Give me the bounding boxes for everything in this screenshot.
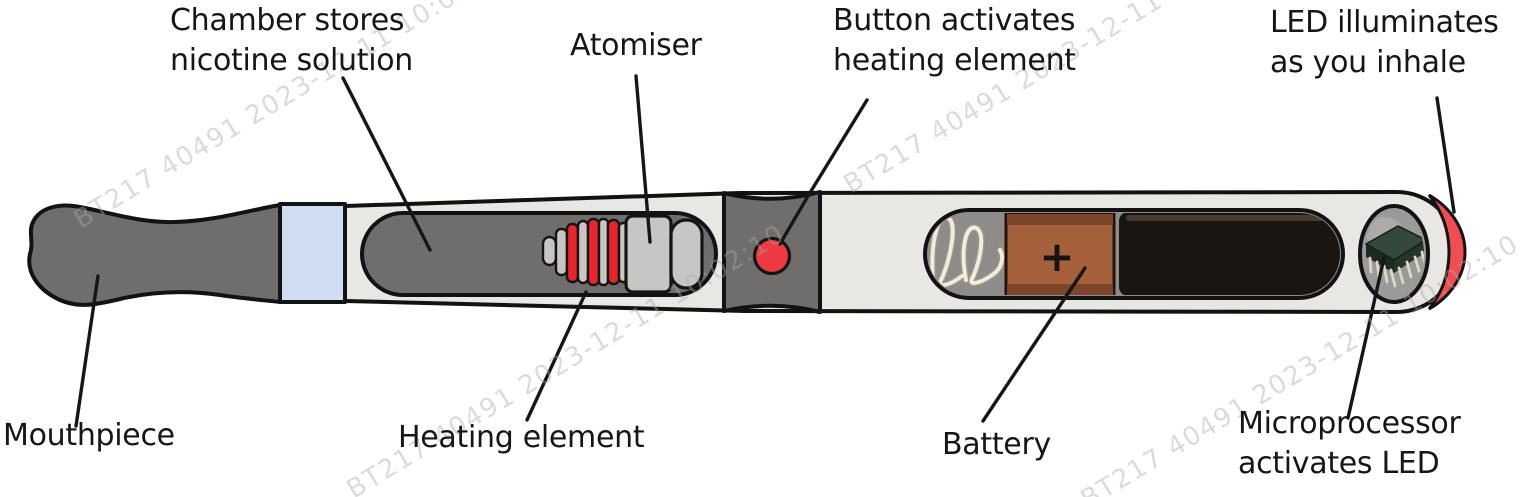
label-line: Button activates — [833, 3, 1076, 38]
coil-rib — [576, 219, 590, 285]
label-line: Mouthpiece — [3, 418, 175, 453]
atomiser-tip — [669, 218, 704, 290]
coil-rib — [597, 217, 610, 287]
label-heating-element: Heating element — [398, 418, 645, 458]
atomiser — [624, 214, 704, 294]
led-crescent — [1427, 193, 1467, 311]
leader-line-battery — [981, 266, 1087, 423]
coil-rib — [606, 218, 621, 286]
battery-spring — [928, 214, 1006, 289]
battery-cell-black — [1119, 213, 1340, 295]
battery-cell-brown: + — [1004, 213, 1116, 295]
leader-line-button — [778, 98, 869, 246]
label-line: Battery — [942, 427, 1051, 462]
battery-plus: + — [1039, 232, 1074, 281]
blue-band — [278, 202, 347, 304]
label-line: nicotine solution — [170, 43, 414, 78]
label-line: LED illuminates — [1270, 5, 1499, 40]
label-mouthpiece: Mouthpiece — [3, 416, 175, 456]
leader-line-mouthpiece — [74, 274, 100, 428]
heating-coil — [541, 217, 630, 287]
chip-pins — [1368, 250, 1424, 288]
label-line: activates LED — [1238, 446, 1440, 481]
label-chamber: Chamber stores nicotine solution — [170, 1, 413, 81]
label-button: Button activates heating element — [833, 1, 1076, 81]
coil-rib — [586, 217, 601, 287]
coil-rib — [554, 227, 569, 277]
coil-nub — [541, 235, 558, 267]
microprocessor-chip — [1364, 217, 1424, 288]
leader-line-led — [1435, 96, 1456, 214]
label-battery: Battery — [942, 425, 1051, 465]
mouthpiece-shape — [27, 203, 282, 307]
label-led: LED illuminates as you inhale — [1270, 3, 1499, 83]
label-line: Microprocessor — [1238, 406, 1461, 441]
activation-button — [752, 236, 792, 276]
leader-line-chamber — [341, 76, 432, 252]
leader-line-microprocessor — [1346, 256, 1386, 420]
label-line: as you inhale — [1270, 45, 1466, 80]
label-line: Heating element — [398, 420, 645, 455]
label-atomiser: Atomiser — [570, 26, 702, 66]
leader-line-heating — [525, 290, 588, 422]
coil-rib — [565, 222, 580, 284]
leader-line-atomiser — [634, 74, 652, 244]
label-microprocessor: Microprocessor activates LED — [1238, 404, 1461, 484]
label-line: heating element — [833, 43, 1076, 78]
label-line: Chamber stores — [170, 3, 405, 38]
label-line: Atomiser — [570, 28, 702, 63]
